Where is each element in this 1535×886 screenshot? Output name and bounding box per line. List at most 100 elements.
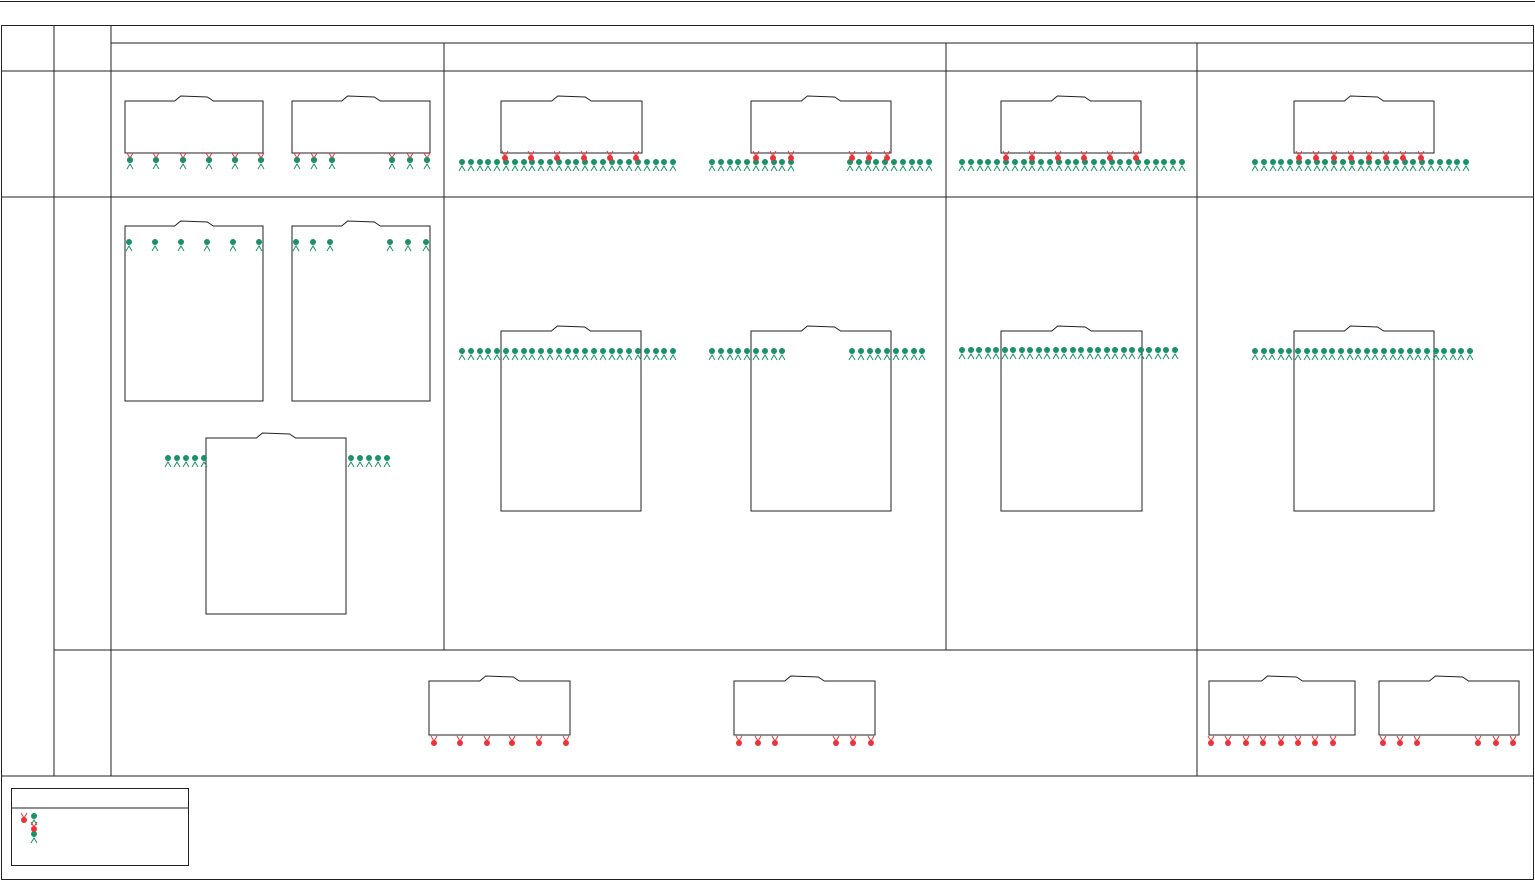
table-outline [733, 675, 876, 736]
green-person-icon [743, 348, 751, 361]
red-person-icon [849, 735, 857, 746]
table-short [1000, 95, 1142, 154]
green-person-icon [177, 239, 185, 252]
red-person-icon [1259, 735, 1267, 746]
green-person-icon [493, 348, 501, 361]
red-person-icon [483, 735, 491, 746]
green-person-icon [1269, 159, 1277, 172]
table-tall [1293, 325, 1435, 512]
green-person-icon [708, 348, 716, 361]
red-person-icon [769, 150, 777, 161]
red-person-icon [1492, 735, 1500, 746]
green-person-icon [1432, 348, 1440, 361]
green-person-icon [1303, 348, 1311, 361]
green-person-icon [1120, 347, 1128, 360]
green-person-icon [476, 159, 484, 172]
green-person-icon [1294, 348, 1302, 361]
green-person-icon [374, 455, 382, 468]
red-person-icon [1277, 735, 1285, 746]
green-person-icon [1178, 159, 1186, 172]
red-person-icon [867, 735, 875, 746]
green-person-icon [1116, 159, 1124, 172]
green-person-icon [1380, 348, 1388, 361]
green-person-icon [502, 348, 510, 361]
red-person-icon [553, 150, 561, 161]
green-person-icon [866, 348, 874, 361]
green-person-icon [761, 348, 769, 361]
table-outline [428, 675, 571, 736]
green-person-icon [546, 159, 554, 172]
green-person-icon [365, 455, 373, 468]
red-person-icon [771, 735, 779, 746]
green-person-icon [164, 455, 172, 468]
green-person-icon [1009, 347, 1017, 360]
red-person-icon [1054, 150, 1062, 161]
green-person-icon [599, 159, 607, 172]
green-person-icon [1320, 348, 1328, 361]
green-person-icon [892, 348, 900, 361]
red-person-icon [1080, 150, 1088, 161]
green-person-icon [1090, 159, 1098, 172]
green-person-icon [1311, 348, 1319, 361]
green-person-icon [1020, 159, 1028, 172]
green-person-icon [1018, 347, 1026, 360]
green-person-icon [1453, 159, 1461, 172]
green-person-icon [347, 455, 355, 468]
red-person-icon [527, 150, 535, 161]
green-person-icon [1037, 159, 1045, 172]
green-person-icon [125, 239, 133, 252]
table-tall [205, 432, 347, 615]
green-person-icon [309, 239, 317, 252]
green-person-icon [717, 348, 725, 361]
green-person-icon [1466, 348, 1474, 361]
green-person-icon [1077, 347, 1085, 360]
table-short [1293, 95, 1435, 154]
green-person-icon [231, 157, 239, 170]
green-person-icon [975, 347, 983, 360]
green-person-icon [458, 159, 466, 172]
green-person-icon [918, 348, 926, 361]
green-person-icon [976, 159, 984, 172]
red-person-icon [501, 150, 509, 161]
green-person-icon [669, 348, 677, 361]
green-person-icon [1011, 159, 1019, 172]
red-person-icon [580, 150, 588, 161]
green-person-icon [984, 347, 992, 360]
green-person-icon [476, 348, 484, 361]
green-person-icon [1145, 347, 1153, 360]
green-person-icon [1171, 347, 1179, 360]
green-person-icon [1160, 159, 1168, 172]
table-tall [750, 325, 892, 512]
green-person-icon [1035, 347, 1043, 360]
red-person-icon [1294, 735, 1302, 746]
green-person-icon [967, 347, 975, 360]
red-person-icon [1311, 735, 1319, 746]
green-person-icon [484, 348, 492, 361]
green-person-icon [173, 455, 181, 468]
green-person-icon [958, 159, 966, 172]
green-person-icon [1286, 159, 1294, 172]
green-person-icon [1457, 348, 1465, 361]
green-person-icon [191, 455, 199, 468]
green-person-icon [151, 239, 159, 252]
table-tall [500, 325, 642, 512]
green-person-icon [1406, 348, 1414, 361]
green-person-icon [467, 159, 475, 172]
red-person-icon [1509, 735, 1517, 746]
green-person-icon [608, 348, 616, 361]
green-person-icon [590, 159, 598, 172]
green-person-icon [1321, 159, 1329, 172]
green-person-icon [1260, 159, 1268, 172]
green-person-icon [1346, 348, 1354, 361]
green-person-icon [1427, 159, 1435, 172]
table-short [428, 675, 571, 736]
red-person-icon [1347, 150, 1355, 161]
green-person-icon [992, 347, 1000, 360]
table-short [1208, 675, 1356, 736]
green-person-icon [182, 455, 190, 468]
green-person-icon [726, 159, 734, 172]
table-outline [1293, 325, 1435, 512]
green-person-icon [590, 348, 598, 361]
green-person-icon [292, 239, 300, 252]
green-person-icon [901, 348, 909, 361]
